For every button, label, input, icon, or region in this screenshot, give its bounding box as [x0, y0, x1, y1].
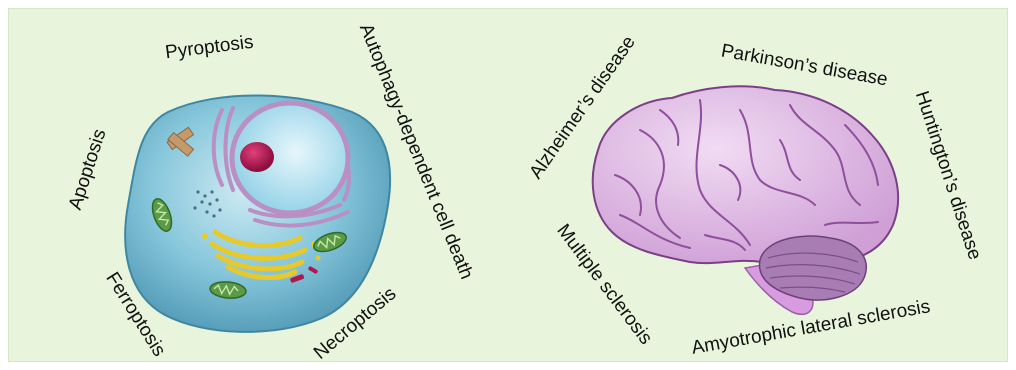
brain-illustration [593, 86, 898, 314]
cell-illustration [125, 95, 390, 331]
nucleolus [240, 142, 274, 172]
